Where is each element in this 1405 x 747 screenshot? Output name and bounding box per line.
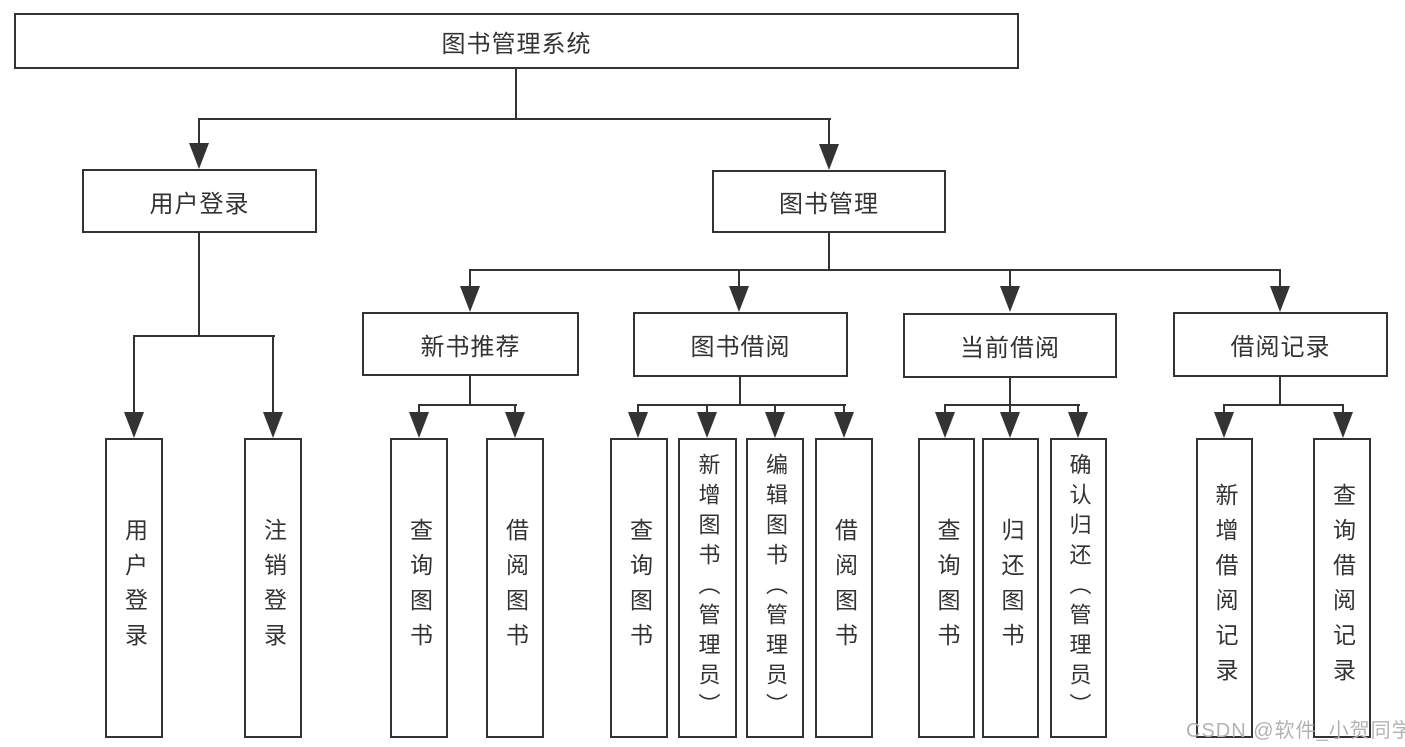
arrowhead-down-icon	[1333, 412, 1353, 438]
node-label: 借阅图书	[831, 518, 858, 658]
connector-line	[514, 404, 516, 416]
connector-line	[418, 404, 517, 406]
node-label: 查询图书	[626, 518, 653, 658]
node-label: 当前借阅	[960, 335, 1060, 362]
connector-line	[828, 118, 830, 146]
node-book-borrowing: 图书借阅	[633, 312, 848, 377]
connector-line	[1009, 377, 1011, 406]
node-edit-books-admin: 编辑图书（管理员）	[746, 438, 804, 738]
arrowhead-down-icon	[1214, 412, 1234, 438]
connector-line	[1223, 404, 1344, 406]
connector-line	[469, 269, 471, 289]
node-label: 查询图书	[406, 518, 433, 658]
node-library-management-system: 图书管理系统	[14, 13, 1019, 69]
arrowhead-down-icon	[124, 412, 144, 438]
connector-line	[1077, 404, 1079, 416]
arrowhead-down-icon	[409, 412, 429, 438]
node-query-books-current: 查询图书	[918, 438, 975, 738]
node-label: 确认归还（管理员）	[1066, 453, 1092, 723]
connector-line	[1223, 404, 1225, 416]
arrowhead-down-icon	[729, 286, 749, 312]
node-label: 借阅图书	[502, 518, 529, 658]
connector-line	[944, 404, 1080, 406]
connector-line	[198, 118, 200, 146]
connector-line	[1279, 269, 1281, 289]
connector-line	[637, 404, 639, 416]
node-return-books: 归还图书	[982, 438, 1039, 738]
node-label: 新增借阅记录	[1212, 483, 1238, 693]
connector-line	[418, 404, 420, 416]
node-label: 归还图书	[998, 518, 1024, 658]
watermark: CSDN @软件_小贺同学	[1186, 720, 1405, 742]
node-label: 新书推荐	[420, 333, 521, 361]
node-label: 图书借阅	[690, 334, 791, 361]
node-query-borrow-record: 查询借阅记录	[1313, 438, 1371, 738]
node-query-books-borrowing: 查询图书	[610, 438, 668, 738]
node-borrow-books-recommend: 借阅图书	[486, 438, 544, 738]
arrowhead-down-icon	[834, 412, 854, 438]
node-user-login: 用户登录	[82, 169, 317, 233]
node-borrow-books-borrowing: 借阅图书	[815, 438, 873, 738]
arrowhead-down-icon	[1000, 286, 1020, 312]
arrowhead-down-icon	[697, 412, 717, 438]
connector-line	[706, 404, 708, 416]
connector-line	[469, 375, 471, 406]
connector-line	[133, 335, 135, 414]
node-label: 查询图书	[934, 518, 960, 658]
node-logout: 注销登录	[244, 438, 302, 738]
arrowhead-down-icon	[263, 412, 283, 438]
connector-line	[1009, 269, 1011, 289]
connector-line	[515, 69, 517, 120]
arrowhead-down-icon	[819, 144, 839, 170]
node-add-borrow-record: 新增借阅记录	[1196, 438, 1253, 738]
node-new-book-recommendation: 新书推荐	[362, 312, 579, 376]
node-label: 借阅记录	[1230, 334, 1331, 361]
arrowhead-down-icon	[1068, 412, 1088, 438]
node-label: 新增图书（管理员）	[695, 453, 721, 723]
connector-line	[774, 404, 776, 416]
connector-line	[1342, 404, 1344, 416]
node-current-borrowing: 当前借阅	[903, 313, 1117, 378]
arrowhead-down-icon	[935, 412, 955, 438]
node-confirm-return-admin: 确认归还（管理员）	[1050, 438, 1107, 738]
node-query-books-recommend: 查询图书	[390, 438, 448, 738]
node-label: 用户登录	[121, 518, 148, 658]
node-book-management: 图书管理	[712, 170, 946, 233]
connector-line	[828, 233, 830, 271]
connector-line	[739, 376, 741, 406]
connector-line	[1009, 404, 1011, 416]
arrowhead-down-icon	[1270, 286, 1290, 312]
arrowhead-down-icon	[628, 412, 648, 438]
arrowhead-down-icon	[460, 286, 480, 312]
arrowhead-down-icon	[189, 143, 209, 169]
arrowhead-down-icon	[1000, 412, 1020, 438]
node-borrowing-records: 借阅记录	[1173, 312, 1388, 377]
node-label: 查询借阅记录	[1329, 483, 1356, 693]
arrowhead-down-icon	[505, 412, 525, 438]
arrowhead-down-icon	[765, 412, 785, 438]
node-add-books-admin: 新增图书（管理员）	[678, 438, 737, 738]
connector-line	[198, 233, 200, 337]
connector-line	[843, 404, 845, 416]
node-label: 图书管理系统	[441, 30, 592, 58]
node-user-login-leaf: 用户登录	[105, 438, 163, 738]
connector-line	[469, 269, 1281, 271]
connector-line	[272, 335, 274, 414]
connector-line	[944, 404, 946, 416]
node-label: 注销登录	[260, 518, 287, 658]
connector-line	[637, 404, 846, 406]
node-label: 用户登录	[149, 190, 250, 218]
connector-line	[133, 335, 275, 337]
connector-line	[1279, 377, 1281, 406]
connector-line	[198, 118, 831, 120]
node-label: 编辑图书（管理员）	[763, 453, 788, 723]
node-label: 图书管理	[779, 191, 879, 218]
connector-line	[738, 269, 740, 289]
